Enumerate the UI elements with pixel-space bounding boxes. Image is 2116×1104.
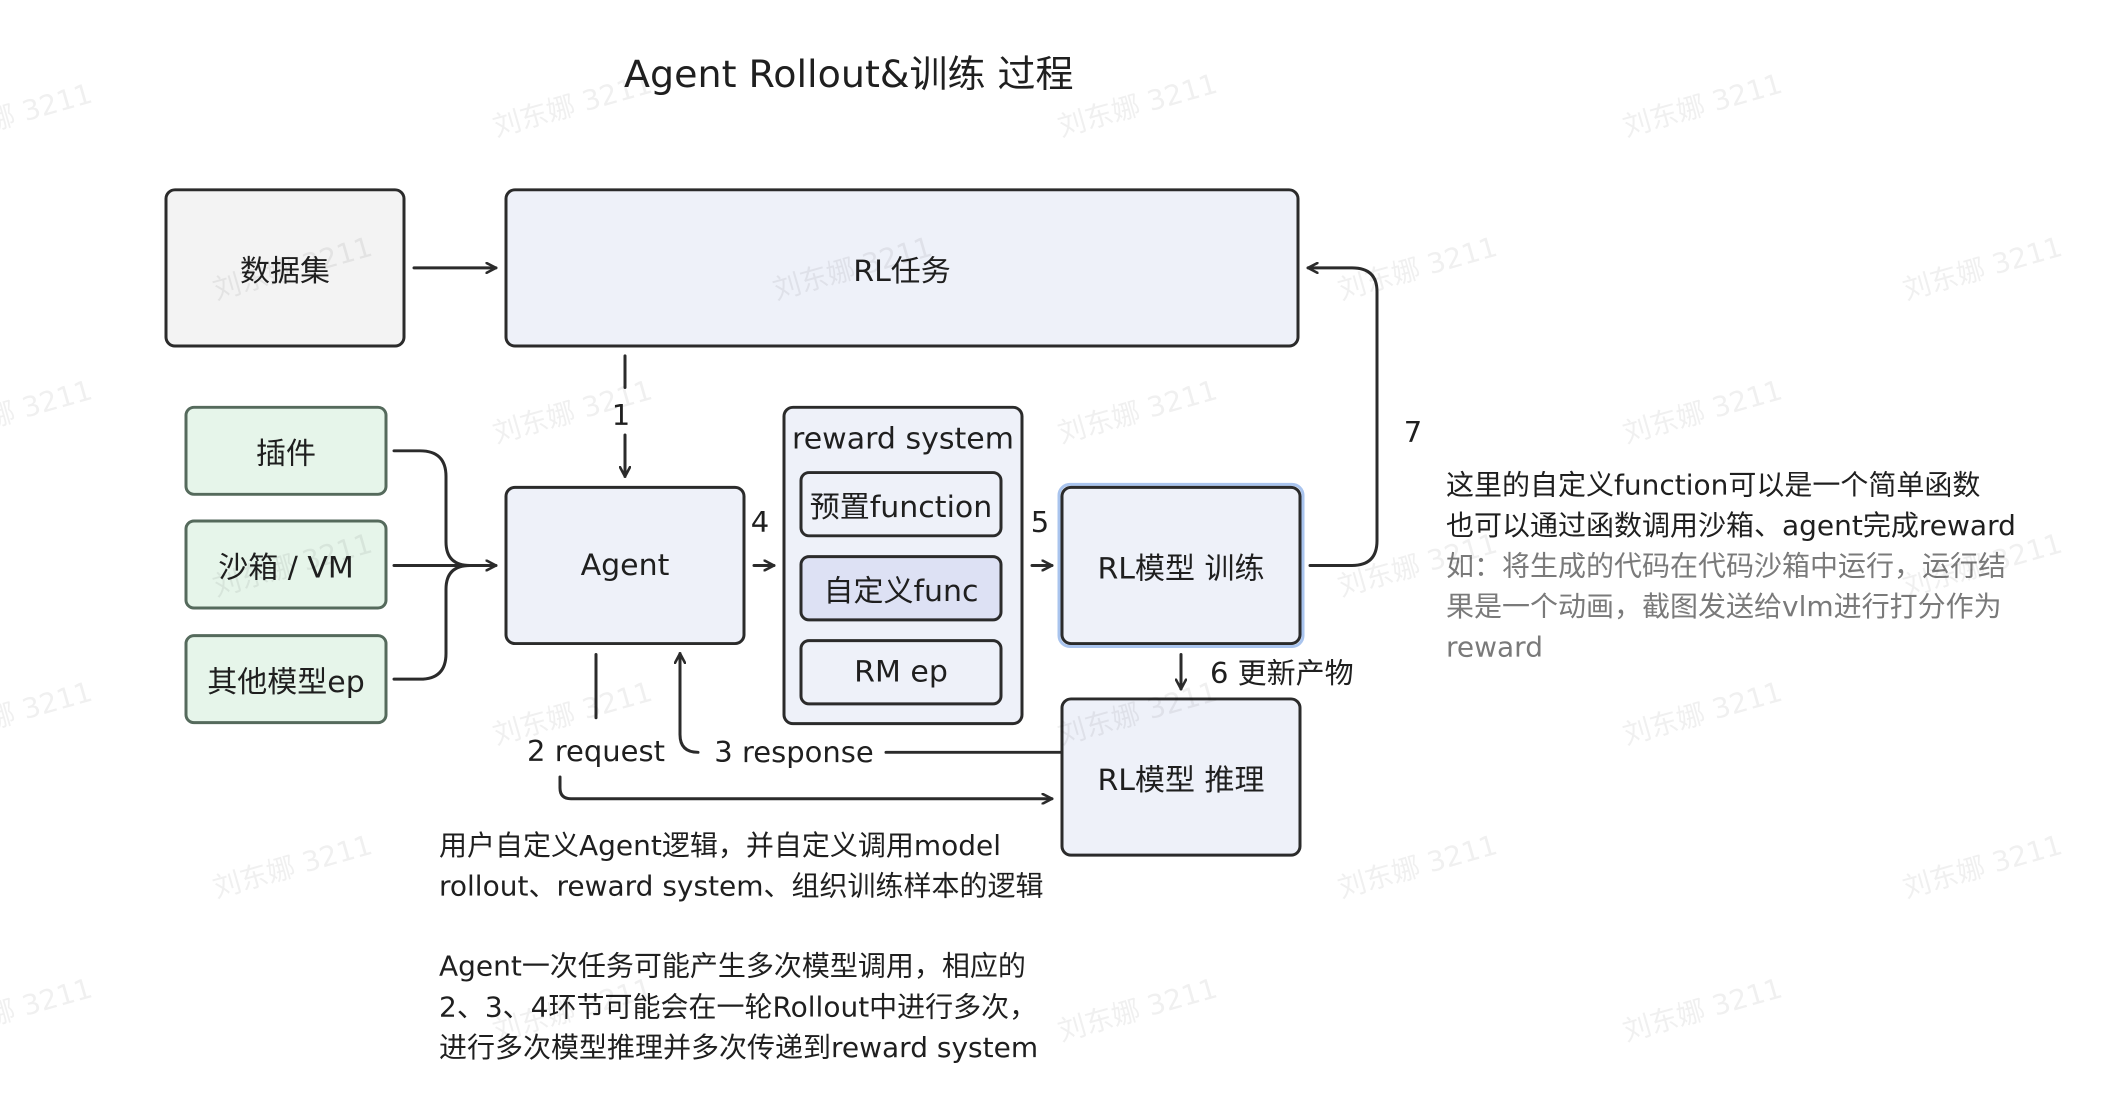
plugin-box (184, 405, 388, 496)
rm-ep-label: RM ep (854, 654, 948, 690)
agent-label: Agent (580, 548, 670, 583)
custom-function-note-line-1: 这里的自定义function可以是一个简单函数 (1446, 468, 1981, 502)
custom-function-note-line-5: reward (1446, 630, 1543, 664)
rl-train-box (1060, 485, 1302, 646)
sandbox-label: 沙箱 / VM (218, 550, 354, 586)
step-7-label: 7 (1403, 415, 1423, 449)
custom-function-note-line-4: 果是一个动画，截图发送给vlm进行打分作为 (1446, 590, 2002, 623)
rl-train-label: RL模型 训练 (1097, 551, 1265, 587)
agent-box (504, 485, 746, 646)
rl-task-label: RL任务 (853, 254, 951, 289)
agent-logic-note-line-2: rollout、reward system、组织训练样本的逻辑 (439, 869, 1044, 903)
arrow-response-to-agent (680, 651, 700, 754)
multi-call-note-line-3: 进行多次模型推理并多次传递到reward system (439, 1031, 1039, 1064)
step-3-label: 3 response (714, 735, 874, 770)
reward-system-label: reward system (792, 421, 1014, 457)
other-model-box (184, 634, 388, 725)
step-1-label: 1 (611, 398, 631, 433)
preset-function-label: 预置function (809, 490, 993, 525)
custom-func-box (799, 555, 1003, 622)
bracket-other-model (392, 563, 472, 681)
step-2-label: 2 request (527, 734, 665, 769)
dataset-label: 数据集 (240, 254, 330, 289)
custom-func-label: 自定义func (823, 574, 979, 609)
preset-function-box (799, 471, 1003, 538)
plugin-label: 插件 (256, 436, 316, 472)
step-5-label: 5 (1030, 505, 1050, 539)
dataset-box (164, 188, 406, 348)
rl-train-highlight (1057, 482, 1305, 649)
rm-ep-box (799, 639, 1003, 706)
diagram-title: Agent Rollout&训练 过程 (624, 52, 1074, 96)
rl-infer-label: RL模型 推理 (1097, 763, 1265, 798)
custom-function-note-line-2: 也可以通过函数调用沙箱、agent完成reward (1446, 509, 2016, 542)
custom-function-note-line-3: 如：将生成的代码在代码沙箱中运行，运行结 (1446, 549, 2007, 583)
step-4-label: 4 (750, 505, 770, 539)
multi-call-note-line-2: 2、3、4环节可能会在一轮Rollout中进行多次， (439, 990, 1038, 1024)
sandbox-box (184, 519, 388, 610)
step-6-label: 6 更新产物 (1210, 656, 1354, 691)
other-model-label: 其他模型ep (207, 665, 365, 700)
rl-task-box (504, 188, 1300, 348)
multi-call-note-line-1: Agent一次任务可能产生多次模型调用，相应的 (439, 950, 1026, 983)
arrow-request-to-infer (558, 775, 1054, 799)
bracket-plugin (392, 449, 472, 567)
rl-infer-box (1060, 697, 1302, 857)
arrow-step7-loop (1306, 268, 1379, 567)
agent-logic-note-line-1: 用户自定义Agent逻辑，并自定义调用model (439, 829, 1002, 863)
